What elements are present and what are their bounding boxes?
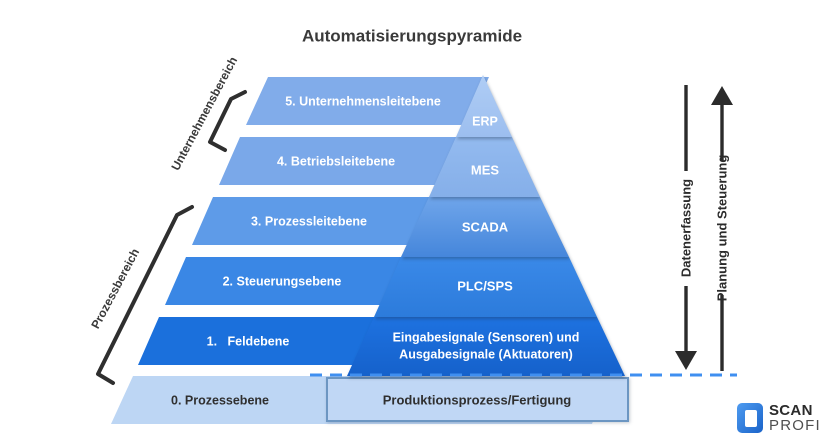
- label-level-0: 0. Prozessebene: [171, 393, 269, 407]
- label-datenerfassung: Datenerfassung: [678, 179, 693, 277]
- label-production-process: Produktionsprozess/Fertigung: [383, 392, 572, 407]
- pyramid-segment-mes: [429, 137, 540, 197]
- band-level-4: [219, 137, 462, 185]
- logo-text-profi: PROFI: [769, 417, 821, 434]
- label-scada: SCADA: [462, 219, 509, 234]
- label-plc-sps: PLC/SPS: [457, 278, 513, 293]
- scanprofi-logo: SCAN PROFI: [737, 402, 821, 434]
- label-erp: ERP: [472, 114, 498, 128]
- label-level-4: 4. Betriebsleitebene: [277, 154, 395, 168]
- arrow-up-icon: [711, 86, 733, 105]
- band-level-5: [246, 77, 489, 125]
- logo-text-scan: SCAN: [769, 402, 813, 419]
- label-field-io-line2: Ausgabesignale (Aktuatoren): [399, 347, 573, 361]
- pyramid-segment-scada: [401, 197, 569, 257]
- flow-arrows: [684, 85, 724, 371]
- band-level-3: [192, 197, 435, 245]
- label-unternehmensbereich: Unternehmensbereich: [168, 54, 240, 172]
- band-level-2: [165, 257, 407, 305]
- bracket-unternehmensbereich: [208, 90, 247, 152]
- label-field-io-line1: Eingabesignale (Sensoren) und: [393, 330, 580, 344]
- label-level-2: 2. Steuerungsebene: [223, 274, 342, 288]
- section-brackets: [96, 90, 247, 385]
- arrow-down-icon: [675, 351, 697, 370]
- pyramid-segment-erp: [456, 75, 512, 137]
- label-prozessbereich: Prozessbereich: [88, 246, 142, 331]
- band-level-1: [138, 317, 380, 365]
- label-level-3: 3. Prozessleitebene: [251, 214, 367, 228]
- label-mes: MES: [471, 162, 500, 177]
- scan-frame-icon-hole: [745, 410, 757, 427]
- production-process-box: [326, 377, 629, 422]
- label-level-1: 1. Feldebene: [207, 334, 290, 348]
- bracket-prozessbereich: [96, 205, 194, 385]
- pyramid-segment-field-io: [347, 317, 625, 376]
- label-level-5: 5. Unternehmensleitebene: [285, 94, 441, 108]
- diagram-title: Automatisierungspyramide: [302, 26, 522, 45]
- label-planung-und-steuerung: Planung und Steuerung: [714, 155, 729, 302]
- pyramid-segment-plc-sps: [374, 257, 597, 317]
- system-pyramid: [347, 75, 625, 376]
